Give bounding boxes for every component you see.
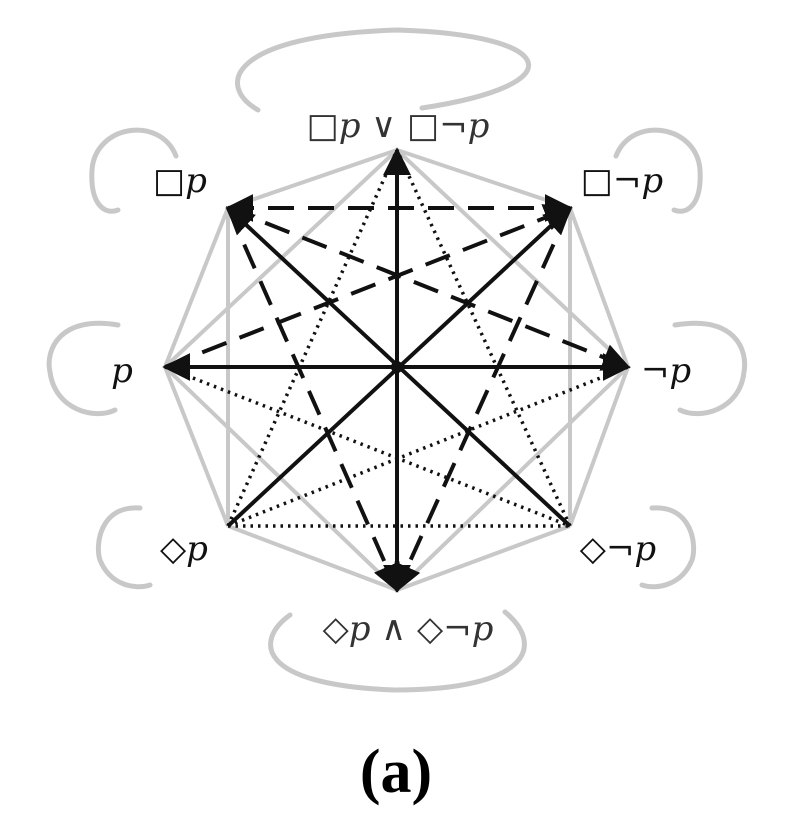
- edges: [162, 147, 631, 593]
- edge-tr-bot: [394, 207, 572, 593]
- loop-box-not-p: [613, 127, 703, 214]
- node-label-diamond-not-p: ◇¬p: [580, 529, 656, 569]
- edge-r-top: [395, 148, 630, 369]
- loop-diamond-p: [95, 505, 153, 590]
- edge-tl-r: [227, 206, 631, 371]
- edge-tl-l: [163, 207, 230, 368]
- loop-not-p: [672, 320, 748, 417]
- loop-top: [235, 27, 531, 113]
- loop-box-p: [89, 127, 179, 214]
- edge-bl-top: [226, 149, 399, 527]
- loop-p: [46, 320, 121, 417]
- edge-bot-r: [395, 365, 630, 592]
- node-label-box-not-p: □¬p: [581, 161, 663, 201]
- edge-l-br: [164, 365, 571, 528]
- edge-bot-br: [396, 524, 571, 592]
- edge-l-tr: [164, 204, 573, 369]
- node-label-bottom: ◇p ∧ ◇¬p: [323, 609, 494, 649]
- edge-top-tl: [227, 148, 398, 210]
- edge-br-top: [395, 149, 572, 527]
- node-label-top: □p ∨ □¬p: [307, 106, 490, 146]
- edge-l-bl: [163, 366, 230, 527]
- edge-r-tr: [568, 207, 630, 368]
- center-point: [391, 361, 403, 373]
- node-label-diamond-p: ◇p: [160, 529, 208, 569]
- reflexive-loops: [46, 27, 748, 693]
- loop-bottom: [268, 609, 527, 693]
- edge-bl-bot: [227, 524, 398, 592]
- node-label-p: p: [111, 351, 133, 391]
- edge-tr-top: [396, 148, 571, 210]
- figure-caption: (a): [360, 738, 432, 806]
- edge-tl-bot: [226, 207, 400, 593]
- node-labels: □p ∨ □¬p □p □¬p p ¬p ◇p ◇¬p ◇p ∧ ◇¬p: [111, 106, 691, 649]
- node-label-box-p: □p: [153, 161, 207, 201]
- edge-br-r: [568, 366, 630, 527]
- node-label-not-p: ¬p: [641, 351, 691, 391]
- loop-diamond-not-p: [639, 505, 697, 590]
